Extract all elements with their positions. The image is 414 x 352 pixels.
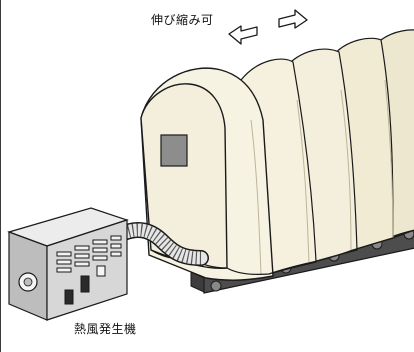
heater-label: 熱風発生機: [74, 322, 137, 336]
heater-vents: [56, 235, 122, 273]
left-arrow-icon: [228, 25, 258, 45]
right-arrow-icon: [278, 9, 308, 29]
caster-wheel: [210, 280, 222, 292]
tent-cover: [140, 29, 414, 281]
control-switch: [80, 275, 90, 293]
hot-air-heater: [7, 207, 129, 321]
extendable-label: 伸び縮み可: [151, 13, 214, 27]
tent-window: [160, 134, 188, 167]
power-switch: [64, 289, 74, 305]
flexible-duct-hose: [105, 222, 209, 266]
